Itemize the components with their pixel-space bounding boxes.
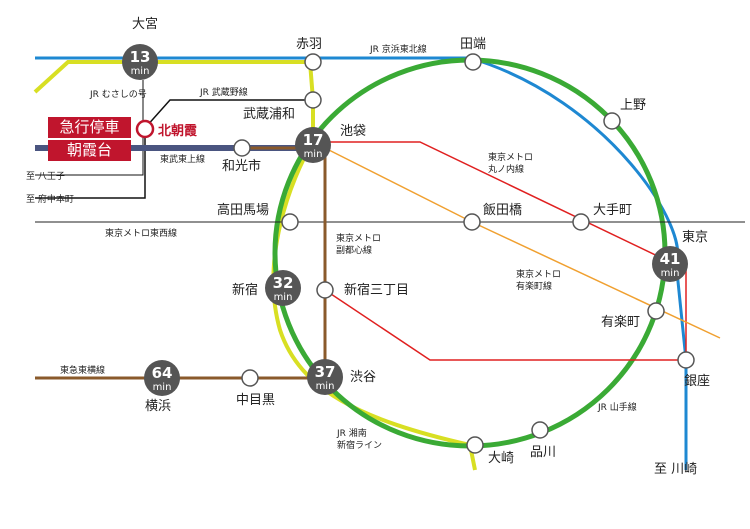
station-name-shinjuku-sanchome: 新宿三丁目 [344, 282, 409, 298]
destination-hachioji: 至 八王子 [26, 171, 65, 182]
home-station-marker[interactable] [135, 119, 155, 139]
label-fukutoshin-1: 東京メトロ [336, 232, 381, 244]
station-tabata-marker[interactable] [464, 53, 482, 71]
svg-text:min: min [304, 149, 323, 160]
svg-text:13: 13 [130, 48, 151, 66]
svg-text:min: min [316, 381, 335, 392]
svg-text:64: 64 [152, 364, 173, 382]
label-shonan-2: 新宿ライン [337, 439, 382, 451]
station-name-ueno: 上野 [620, 98, 646, 113]
station-name-nakameguro: 中目黒 [236, 393, 275, 408]
svg-text:min: min [274, 292, 293, 303]
station-name-akabane: 赤羽 [296, 37, 322, 52]
hub-name-yokohama: 横浜 [145, 399, 171, 414]
label-yurakucho-1: 東京メトロ [516, 268, 561, 280]
svg-text:32: 32 [273, 274, 294, 292]
label-tozai: 東京メトロ東西線 [105, 227, 177, 239]
hub-ikebukuro[interactable]: 17 min [295, 127, 331, 163]
label-shonan-1: JR 湘南 [336, 427, 367, 439]
home-station-name: 北朝霞 [158, 124, 198, 139]
station-yurakucho-marker[interactable] [647, 302, 665, 320]
label-marunouchi-1: 東京メトロ [488, 151, 533, 163]
hub-name-tokyo: 東京 [682, 229, 708, 245]
station-ginza-marker[interactable] [677, 351, 695, 369]
svg-text:min: min [131, 66, 150, 77]
station-name-yurakucho: 有楽町 [601, 314, 640, 330]
hub-name-ikebukuro: 池袋 [340, 124, 366, 139]
hub-shibuya[interactable]: 37 min [307, 359, 343, 395]
station-name-tabata: 田端 [460, 37, 486, 52]
station-name-wakoshi: 和光市 [222, 158, 261, 174]
express-stop-badge: 急行停車 [48, 117, 131, 138]
station-name-takadanobaba: 高田馬場 [217, 202, 269, 218]
label-yamanote: JR 山手線 [597, 401, 637, 413]
station-iidabashi-marker[interactable] [463, 213, 481, 231]
station-name-ginza: 銀座 [684, 374, 710, 389]
musashino-old-line [35, 80, 144, 176]
station-name-shinagawa: 品川 [530, 445, 556, 460]
label-musashino: JR 武蔵野線 [199, 86, 248, 98]
station-ueno-marker[interactable] [603, 112, 621, 130]
hub-name-omiya: 大宮 [132, 16, 158, 32]
hub-yokohama[interactable]: 64 min [144, 360, 180, 396]
svg-text:min: min [661, 268, 680, 279]
svg-text:min: min [153, 382, 172, 393]
station-shinjuku-sanchome-marker[interactable] [316, 281, 334, 299]
label-tobu-tojo: 東武東上線 [160, 153, 205, 165]
home-station-badge: 朝霞台 [48, 140, 131, 161]
fukutoshin-line [35, 146, 327, 380]
station-musashi-urawa-marker[interactable] [304, 91, 322, 109]
station-nakameguro-marker[interactable] [241, 369, 259, 387]
label-keihin-tohoku: JR 京浜東北線 [369, 43, 427, 55]
label-fukutoshin-2: 副都心線 [336, 244, 372, 256]
svg-text:37: 37 [315, 363, 336, 381]
label-toyoko: 東急東横線 [60, 364, 105, 376]
hub-shinjuku[interactable]: 32 min [265, 270, 301, 306]
hub-tokyo[interactable]: 41 min [652, 246, 688, 282]
station-name-otemachi: 大手町 [593, 203, 632, 218]
station-name-musashi-urawa: 武蔵浦和 [243, 107, 295, 122]
label-musashino-old: JR むさしの号 [89, 89, 147, 100]
svg-text:41: 41 [660, 250, 681, 268]
svg-text:17: 17 [303, 131, 324, 149]
destination-kawasaki: 至 川崎 [654, 462, 697, 477]
station-name-iidabashi: 飯田橋 [483, 203, 522, 218]
label-marunouchi-2: 丸ノ内線 [488, 163, 524, 175]
station-takadanobaba-marker[interactable] [281, 213, 299, 231]
station-akabane-marker[interactable] [304, 53, 322, 71]
hub-omiya[interactable]: 13 min [122, 44, 158, 80]
station-name-osaki: 大崎 [488, 451, 514, 466]
station-wakoshi-marker[interactable] [233, 139, 251, 157]
station-shinagawa-marker[interactable] [531, 421, 549, 439]
label-yurakucho-2: 有楽町線 [516, 280, 552, 292]
hub-name-shibuya: 渋谷 [350, 370, 376, 385]
hub-name-shinjuku: 新宿 [232, 282, 258, 298]
station-osaki-marker[interactable] [466, 436, 484, 454]
station-otemachi-marker[interactable] [572, 213, 590, 231]
destination-fuchuhonmachi: 至 府中本町 [26, 193, 74, 205]
